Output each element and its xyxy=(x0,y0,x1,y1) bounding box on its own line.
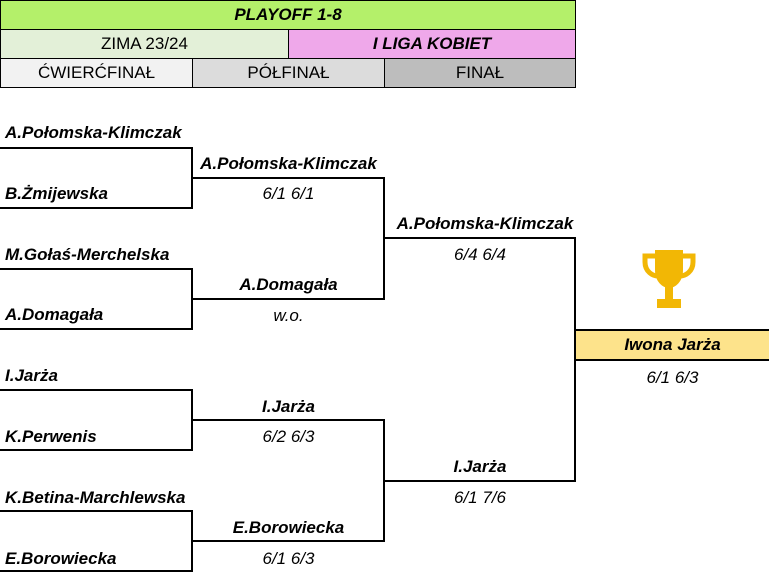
trophy-icon xyxy=(641,246,697,312)
qf4-player1: K.Betina-Marchlewska xyxy=(5,488,186,507)
league-cell: I LIGA KOBIET xyxy=(288,29,576,59)
qf1-score: 6/1 6/1 xyxy=(262,184,315,203)
qf4-player2: E.Borowiecka xyxy=(5,549,117,568)
round-quarterfinal-cell: ĆWIERĆFINAŁ xyxy=(0,58,193,88)
qf1-player1: A.Połomska-Klimczak xyxy=(5,123,182,142)
sf2-winner: I.Jarża xyxy=(453,457,507,476)
title-cell: PLAYOFF 1-8 xyxy=(0,0,576,30)
final-score: 6/1 6/3 xyxy=(646,368,699,387)
qf3-player2: K.Perwenis xyxy=(5,427,97,446)
qf3-score: 6/2 6/3 xyxy=(262,427,315,446)
qf4-score: 6/1 6/3 xyxy=(262,549,315,568)
qf4-winner: E.Borowiecka xyxy=(232,518,345,537)
sf1-winner: A.Połomska-Klimczak xyxy=(396,214,574,233)
season-cell: ZIMA 23/24 xyxy=(0,29,289,59)
sf1-score: 6/4 6/4 xyxy=(454,245,506,264)
qf1-winner: A.Połomska-Klimczak xyxy=(200,154,377,173)
qf2-score: w.o. xyxy=(273,306,304,325)
sf2-score: 6/1 7/6 xyxy=(454,488,506,507)
qf3-winner: I.Jarża xyxy=(262,397,315,416)
round-final-cell: FINAŁ xyxy=(384,58,576,88)
qf2-player2: A.Domagała xyxy=(5,305,104,324)
qf1-player2: B.Żmijewska xyxy=(5,184,108,203)
qf2-winner: A.Domagała xyxy=(239,275,338,294)
champion-cell: Iwona Jarża xyxy=(576,329,769,361)
round-semifinal-cell: PÓŁFINAŁ xyxy=(192,58,385,88)
qf3-player1: I.Jarża xyxy=(5,366,58,385)
qf2-player1: M.Gołaś-Merchelska xyxy=(5,245,170,264)
